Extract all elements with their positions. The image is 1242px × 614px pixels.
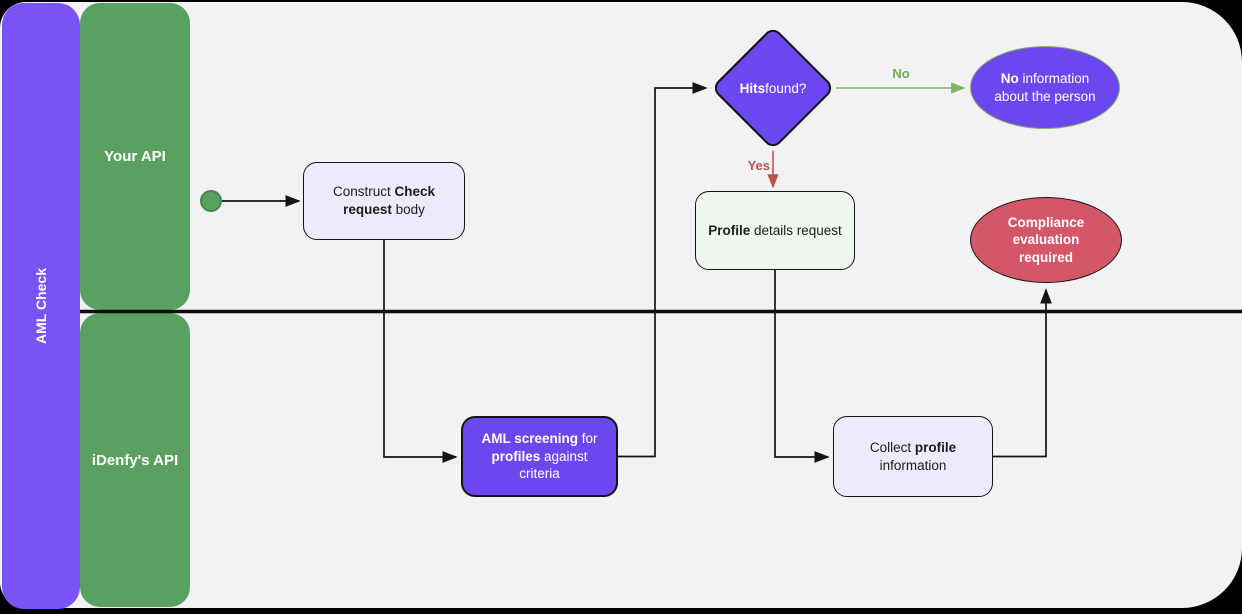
lane-your-api: Your API <box>80 3 190 310</box>
lane-label-your-api: Your API <box>104 148 166 165</box>
task-aml-screening-label: AML screening for profiles against crite… <box>481 431 598 482</box>
task-aml-screening: AML screening for profiles against crite… <box>461 416 618 497</box>
task-profile-details-request: Profile details request <box>695 191 855 270</box>
lane-idenfys-api: iDenfy's API <box>80 313 190 607</box>
task-collect-profile-information-label: Collect profile information <box>869 439 957 473</box>
edge-aml-screening-to-hits-found <box>618 82 708 458</box>
pool-header-aml-check: AML Check <box>2 3 80 609</box>
decision-hits-found-label: Hits found? <box>739 80 807 96</box>
edge-label-no: No <box>892 66 910 81</box>
task-profile-details-request-label: Profile details request <box>708 222 842 238</box>
edge-construct-to-aml-screening <box>383 240 458 463</box>
lane-label-idenfys-api: iDenfy's API <box>91 451 179 469</box>
edge-profile-details-to-collect <box>774 270 830 463</box>
end-event-compliance-evaluation-label: Compliance evaluation required <box>1007 214 1085 265</box>
task-collect-profile-information: Collect profile information <box>833 416 993 497</box>
end-event-compliance-evaluation: Compliance evaluation required <box>970 197 1122 283</box>
task-construct-check-request: Construct Check request body <box>303 162 465 240</box>
task-construct-check-request-label: Construct Check request body <box>332 184 436 217</box>
end-event-no-information-label: No information about the person <box>994 70 1096 104</box>
start-event-circle <box>200 190 222 212</box>
edge-collect-to-compliance <box>993 288 1052 458</box>
edge-label-yes: Yes <box>747 158 770 173</box>
end-event-no-information: No information about the person <box>970 46 1120 129</box>
